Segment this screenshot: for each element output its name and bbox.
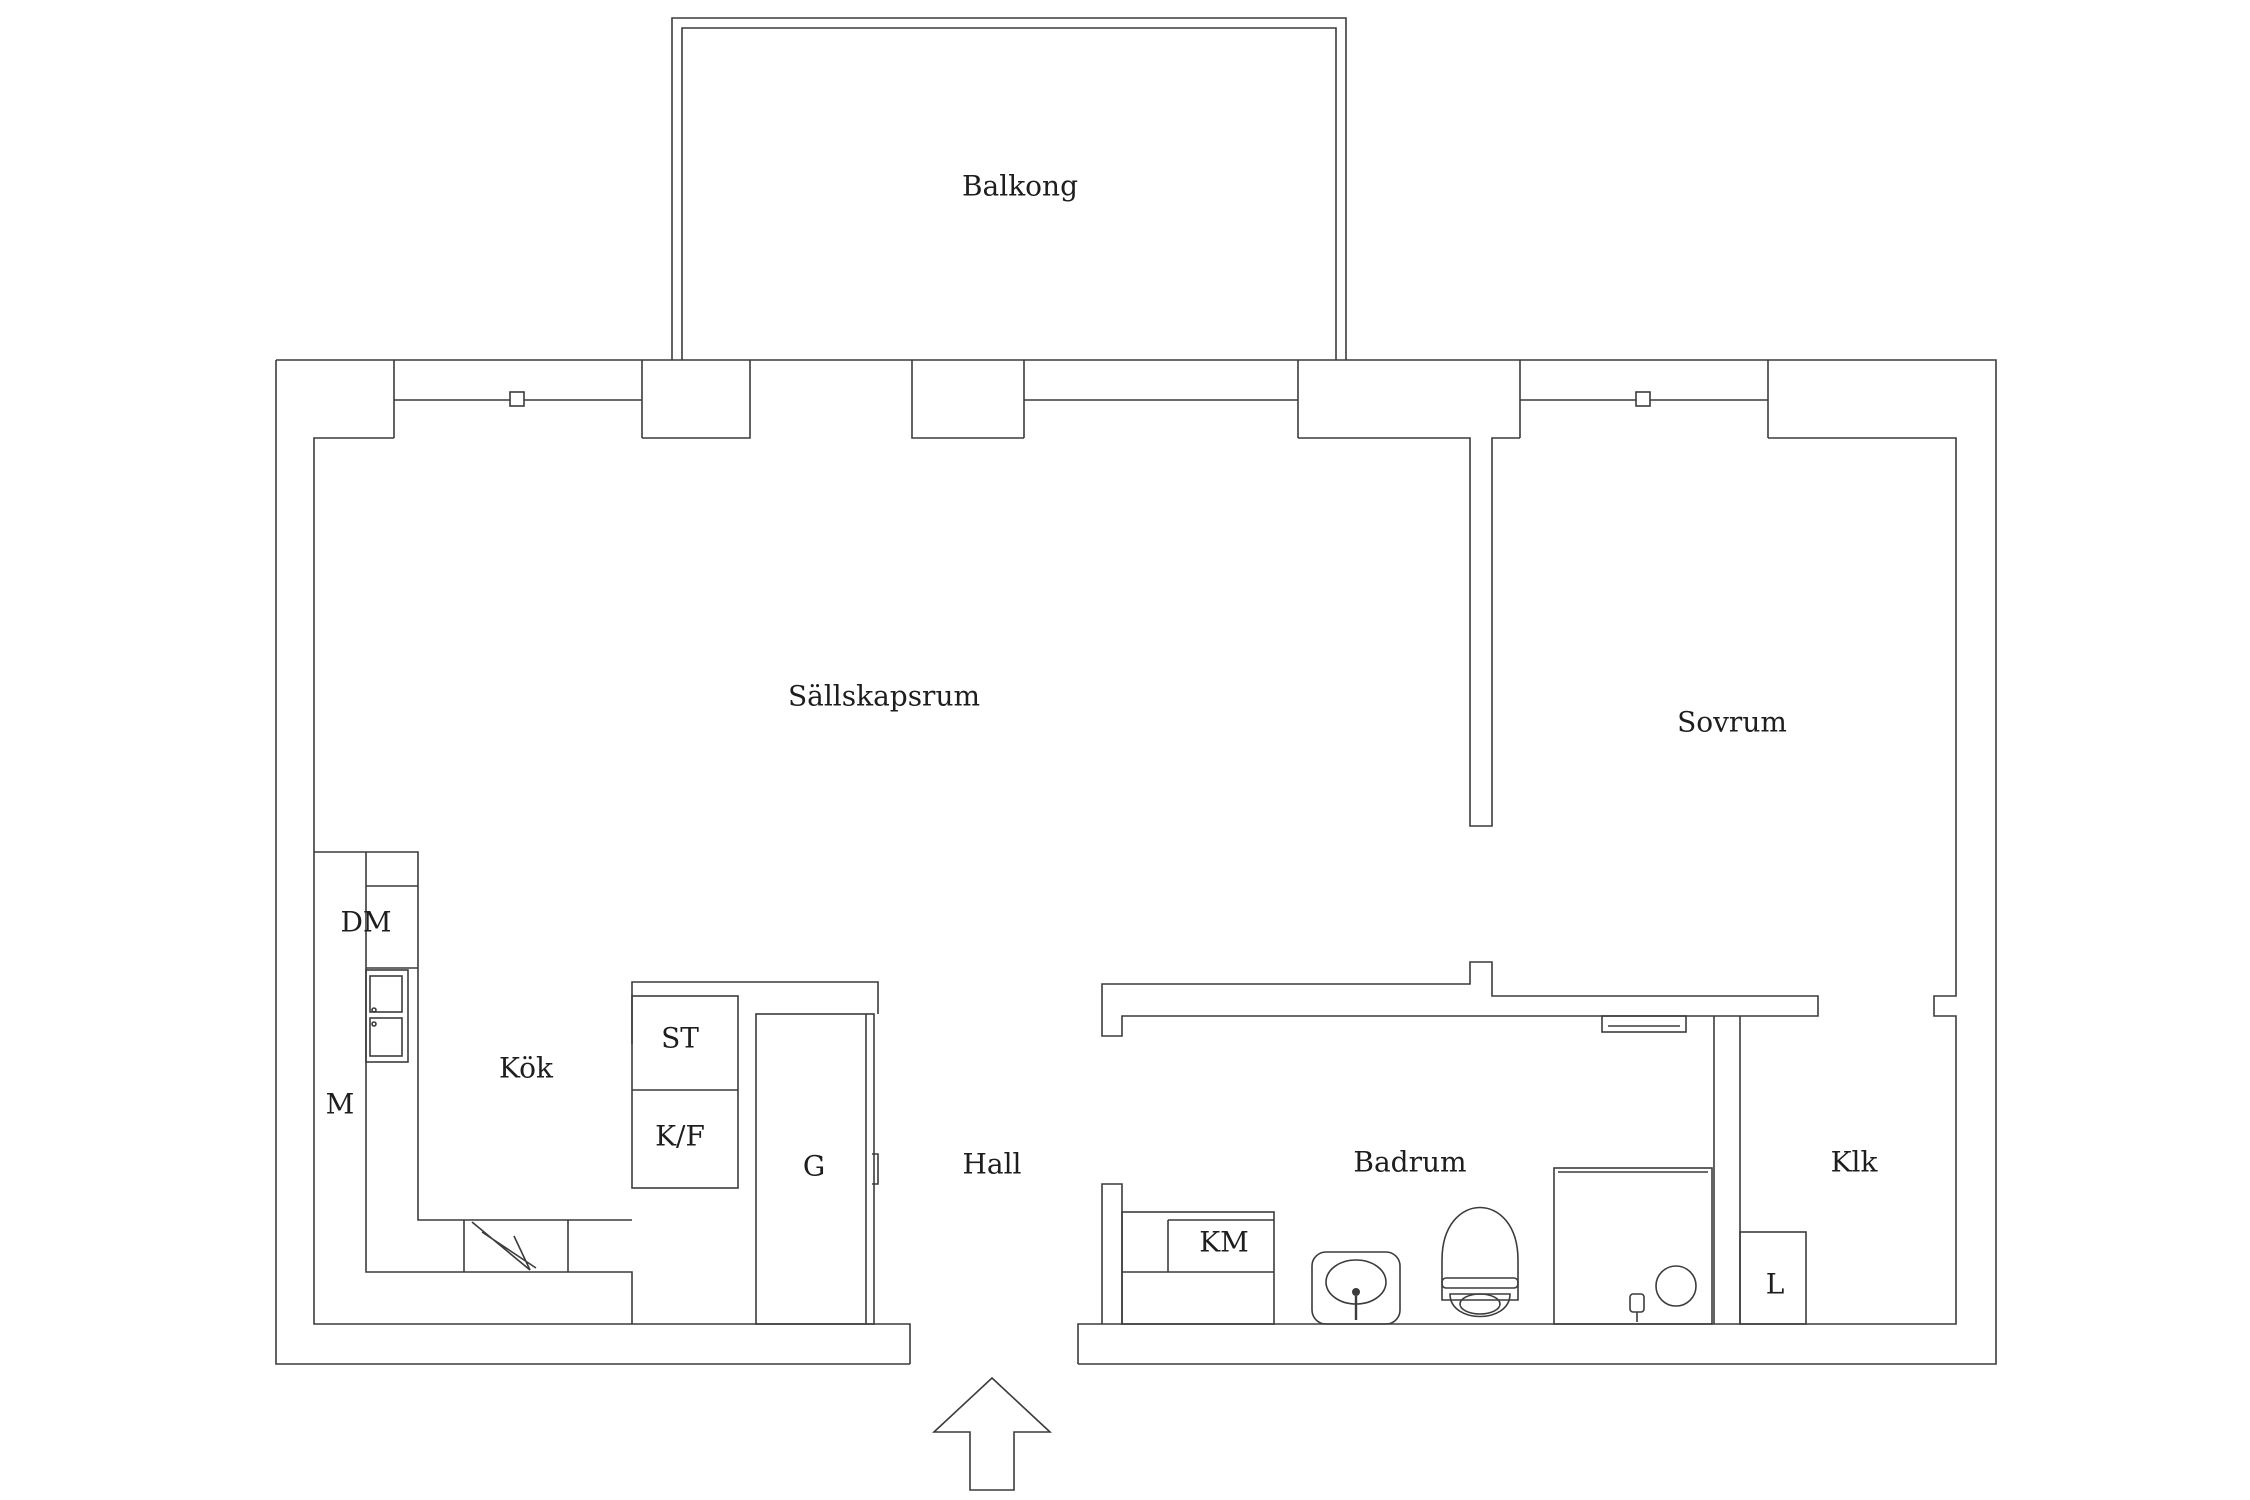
- room-label-bedroom: Sovrum: [1677, 706, 1787, 739]
- fixture-label-washing-machine: KM: [1199, 1226, 1249, 1259]
- shower: [1553, 1167, 1713, 1325]
- room-label-kitchen: Kök: [499, 1052, 554, 1085]
- outer-walls: [275, 359, 1997, 1365]
- wardrobe: [755, 1013, 879, 1325]
- window-bedroom: [1519, 360, 1769, 438]
- fixture-label-stove: ST: [661, 1022, 699, 1055]
- room-label-living-room: Sällskapsrum: [788, 680, 980, 713]
- balcony: [671, 17, 1347, 360]
- linen-cabinet: [1739, 1231, 1807, 1325]
- window-living-right: [1023, 360, 1299, 438]
- fixture-label-linen-cabinet: L: [1766, 1268, 1785, 1301]
- fixture-label-microwave: M: [326, 1088, 355, 1121]
- stove-fridge-unit: [631, 995, 739, 1189]
- kitchen-sink-icon: [365, 969, 409, 1063]
- window-living-left: [393, 360, 643, 438]
- entrance-arrow-icon: [931, 1376, 1053, 1491]
- fixture-label-dishwasher: DM: [340, 906, 391, 939]
- kitchen-counter: [314, 851, 633, 1324]
- washing-machine: [1121, 1211, 1275, 1325]
- toilet-icon: [1441, 1206, 1519, 1318]
- vent-icon: [1601, 1015, 1687, 1033]
- room-label-hall: Hall: [962, 1148, 1021, 1181]
- fixture-label-wardrobe: G: [803, 1150, 825, 1183]
- room-label-balcony: Balkong: [962, 170, 1078, 203]
- fixture-label-fridge-freezer: K/F: [655, 1120, 705, 1153]
- room-label-closet: Klk: [1831, 1146, 1879, 1179]
- washbasin-icon: [1311, 1251, 1401, 1325]
- room-label-bathroom: Badrum: [1353, 1146, 1466, 1179]
